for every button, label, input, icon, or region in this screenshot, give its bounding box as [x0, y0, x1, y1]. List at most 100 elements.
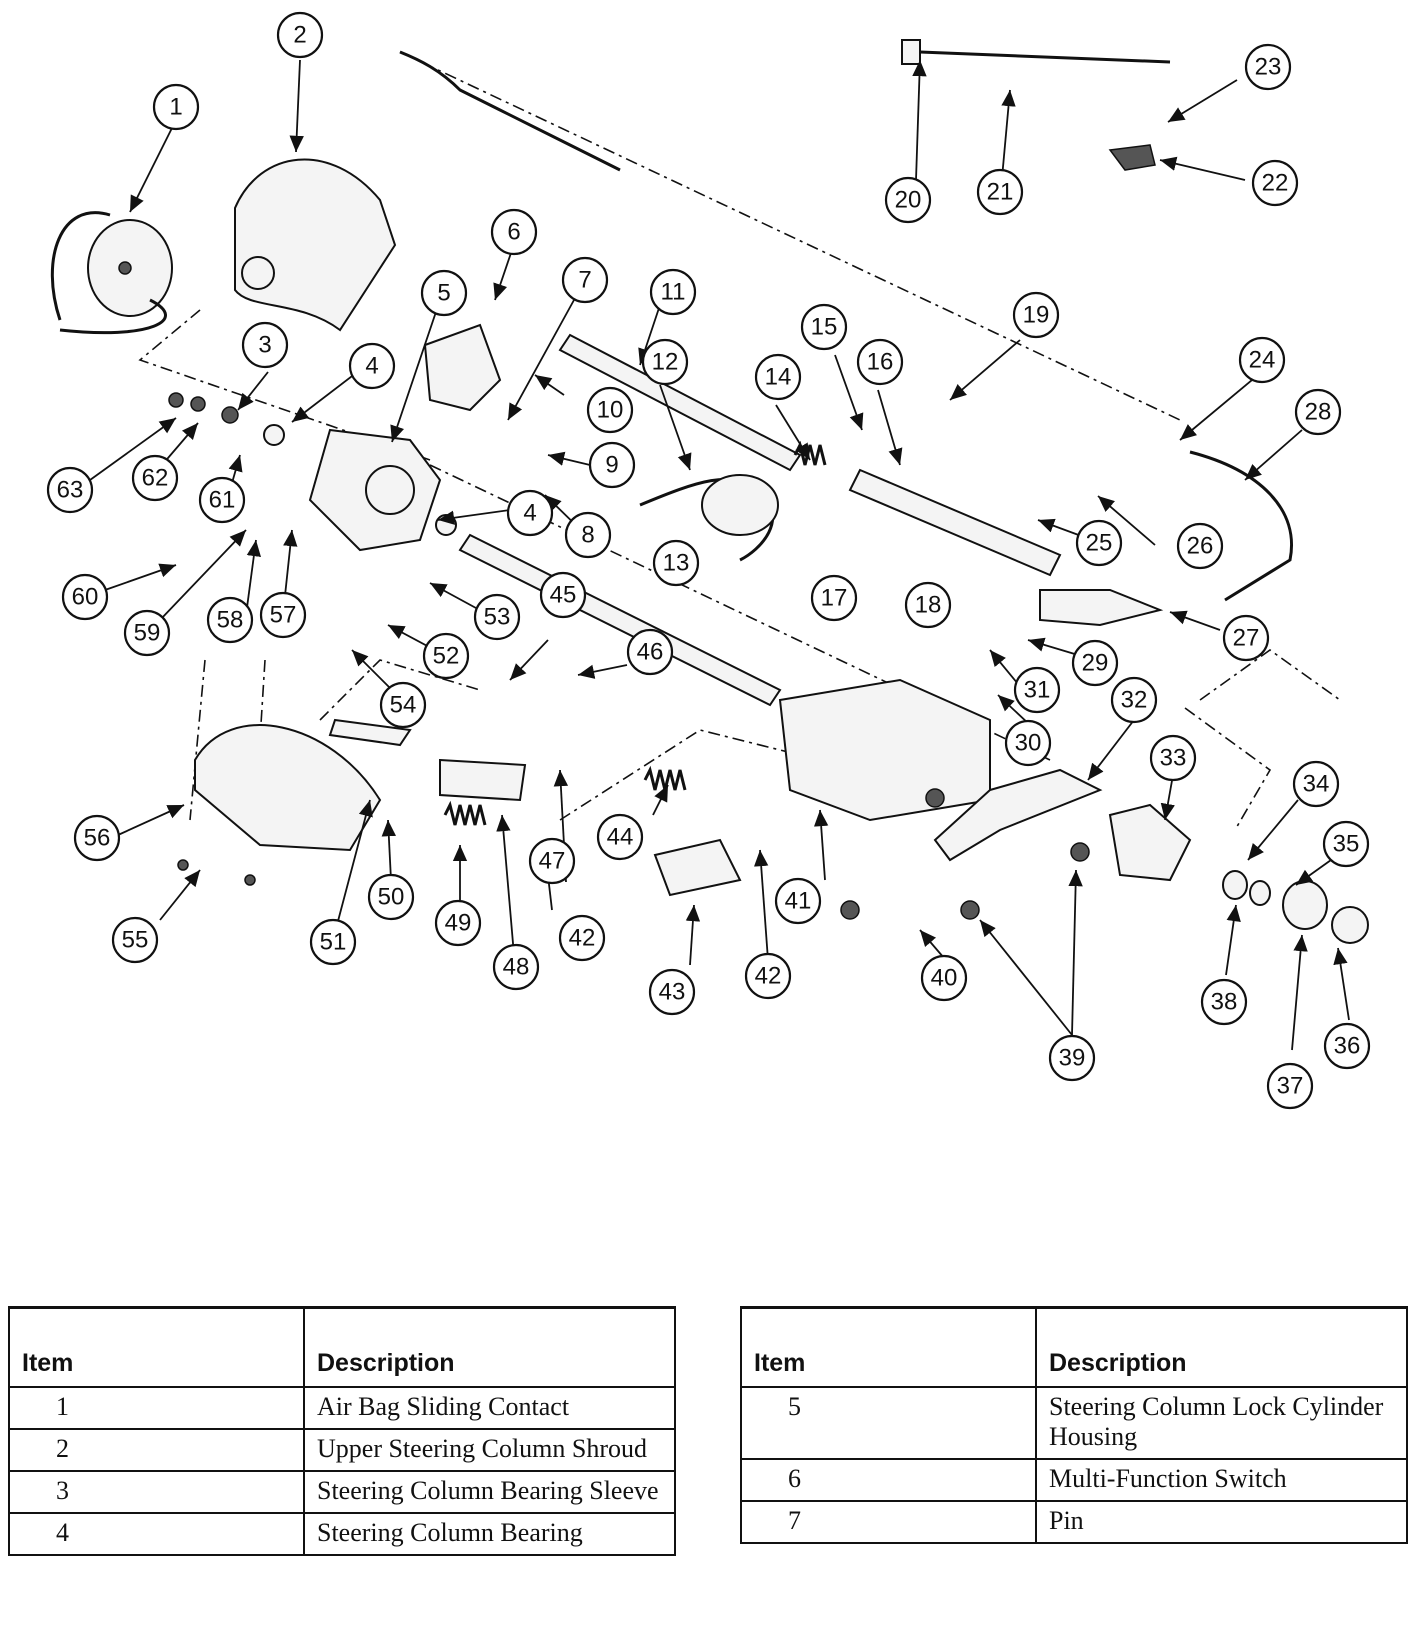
callout-25: 25 [1075, 519, 1123, 567]
callout-27: 27 [1222, 614, 1270, 662]
table-row: 7 Pin [740, 1500, 1408, 1544]
callout-8: 8 [564, 511, 612, 559]
svg-text:47: 47 [539, 848, 566, 875]
svg-text:6: 6 [507, 219, 520, 246]
callout-15: 15 [800, 303, 848, 351]
callout-14: 14 [754, 353, 802, 401]
svg-text:62: 62 [142, 465, 169, 492]
callout-31: 31 [1013, 666, 1061, 714]
callout-9: 9 [588, 441, 636, 489]
parts-drawing [50, 39, 1369, 944]
item-description: Pin [1035, 1500, 1408, 1544]
svg-text:7: 7 [578, 267, 591, 294]
callout-12: 12 [641, 338, 689, 386]
callout-62: 62 [131, 454, 179, 502]
callout-38: 38 [1200, 978, 1248, 1026]
callout-61: 61 [198, 476, 246, 524]
parts-table-left: Item Description 1 Air Bag Sliding Conta… [8, 1306, 676, 1556]
item-description: Steering Column Bearing [303, 1512, 676, 1556]
callout-32: 32 [1110, 676, 1158, 724]
callout-57: 57 [259, 591, 307, 639]
item-number: 6 [740, 1458, 1037, 1502]
svg-text:45: 45 [550, 582, 577, 609]
svg-text:15: 15 [811, 314, 838, 341]
callout-33: 33 [1149, 734, 1197, 782]
table-row: 3 Steering Column Bearing Sleeve [8, 1470, 676, 1514]
callout-3: 3 [241, 321, 289, 369]
svg-text:23: 23 [1255, 54, 1282, 81]
callout-37: 37 [1266, 1062, 1314, 1110]
svg-text:4: 4 [523, 500, 536, 527]
callout-50: 50 [367, 873, 415, 921]
svg-text:32: 32 [1121, 687, 1148, 714]
callout-59: 59 [123, 609, 171, 657]
callout-63: 63 [46, 466, 94, 514]
svg-text:17: 17 [821, 585, 848, 612]
svg-text:55: 55 [122, 927, 149, 954]
item-number: 5 [740, 1386, 1037, 1460]
callout-21: 21 [976, 168, 1024, 216]
svg-text:2: 2 [293, 22, 306, 49]
svg-text:56: 56 [84, 825, 111, 852]
svg-text:54: 54 [390, 692, 417, 719]
callout-55: 55 [111, 916, 159, 964]
callouts: 1 2 3 4 5 6 7 8 9 10 11 12 13 14 15 16 1… [46, 11, 1371, 1110]
svg-text:50: 50 [378, 884, 405, 911]
svg-text:44: 44 [607, 824, 634, 851]
callout-58: 58 [206, 596, 254, 644]
callout-2: 2 [276, 11, 324, 59]
svg-text:48: 48 [503, 954, 530, 981]
callout-52: 52 [422, 632, 470, 680]
svg-text:9: 9 [605, 452, 618, 479]
callout-56: 56 [73, 814, 121, 862]
svg-text:4: 4 [365, 353, 378, 380]
svg-text:57: 57 [270, 602, 297, 629]
svg-text:35: 35 [1333, 831, 1360, 858]
svg-text:27: 27 [1233, 625, 1260, 652]
svg-text:29: 29 [1082, 650, 1109, 677]
item-number: 4 [8, 1512, 305, 1556]
svg-text:24: 24 [1249, 347, 1276, 374]
column-header-item: Item [740, 1306, 1037, 1388]
svg-text:14: 14 [765, 364, 792, 391]
callout-35: 35 [1322, 820, 1370, 868]
callout-47: 47 [528, 837, 576, 885]
callout-41: 41 [774, 877, 822, 925]
svg-text:5: 5 [437, 280, 450, 307]
callout-40: 40 [920, 954, 968, 1002]
table-row: 4 Steering Column Bearing [8, 1512, 676, 1556]
table-row: 5 Steering Column Lock Cylinder Housing [740, 1386, 1408, 1460]
svg-text:39: 39 [1059, 1045, 1086, 1072]
svg-text:43: 43 [659, 979, 686, 1006]
callout-54: 54 [379, 681, 427, 729]
svg-text:53: 53 [484, 604, 511, 631]
svg-text:42: 42 [569, 925, 596, 952]
svg-text:60: 60 [72, 584, 99, 611]
svg-text:33: 33 [1160, 745, 1187, 772]
svg-text:41: 41 [785, 888, 812, 915]
callout-46: 46 [626, 628, 674, 676]
callout-13: 13 [652, 539, 700, 587]
item-description: Upper Steering Column Shroud [303, 1428, 676, 1472]
item-description: Air Bag Sliding Contact [303, 1386, 676, 1430]
callout-10: 10 [586, 386, 634, 434]
callout-26: 26 [1176, 522, 1224, 570]
parts-table-right: Item Description 5 Steering Column Lock … [740, 1306, 1408, 1544]
svg-text:16: 16 [867, 349, 894, 376]
table-row: 2 Upper Steering Column Shroud [8, 1428, 676, 1472]
column-header-description: Description [303, 1306, 676, 1388]
svg-text:11: 11 [661, 279, 686, 306]
svg-text:61: 61 [209, 487, 236, 514]
callout-28: 28 [1294, 388, 1342, 436]
svg-text:19: 19 [1023, 302, 1050, 329]
svg-text:28: 28 [1305, 399, 1332, 426]
svg-text:59: 59 [134, 620, 161, 647]
callout-44: 44 [596, 813, 644, 861]
svg-text:1: 1 [169, 94, 182, 121]
svg-text:40: 40 [931, 965, 958, 992]
callout-6: 6 [490, 208, 538, 256]
callout-16: 16 [856, 338, 904, 386]
item-number: 7 [740, 1500, 1037, 1544]
item-number: 2 [8, 1428, 305, 1472]
svg-text:46: 46 [637, 639, 664, 666]
